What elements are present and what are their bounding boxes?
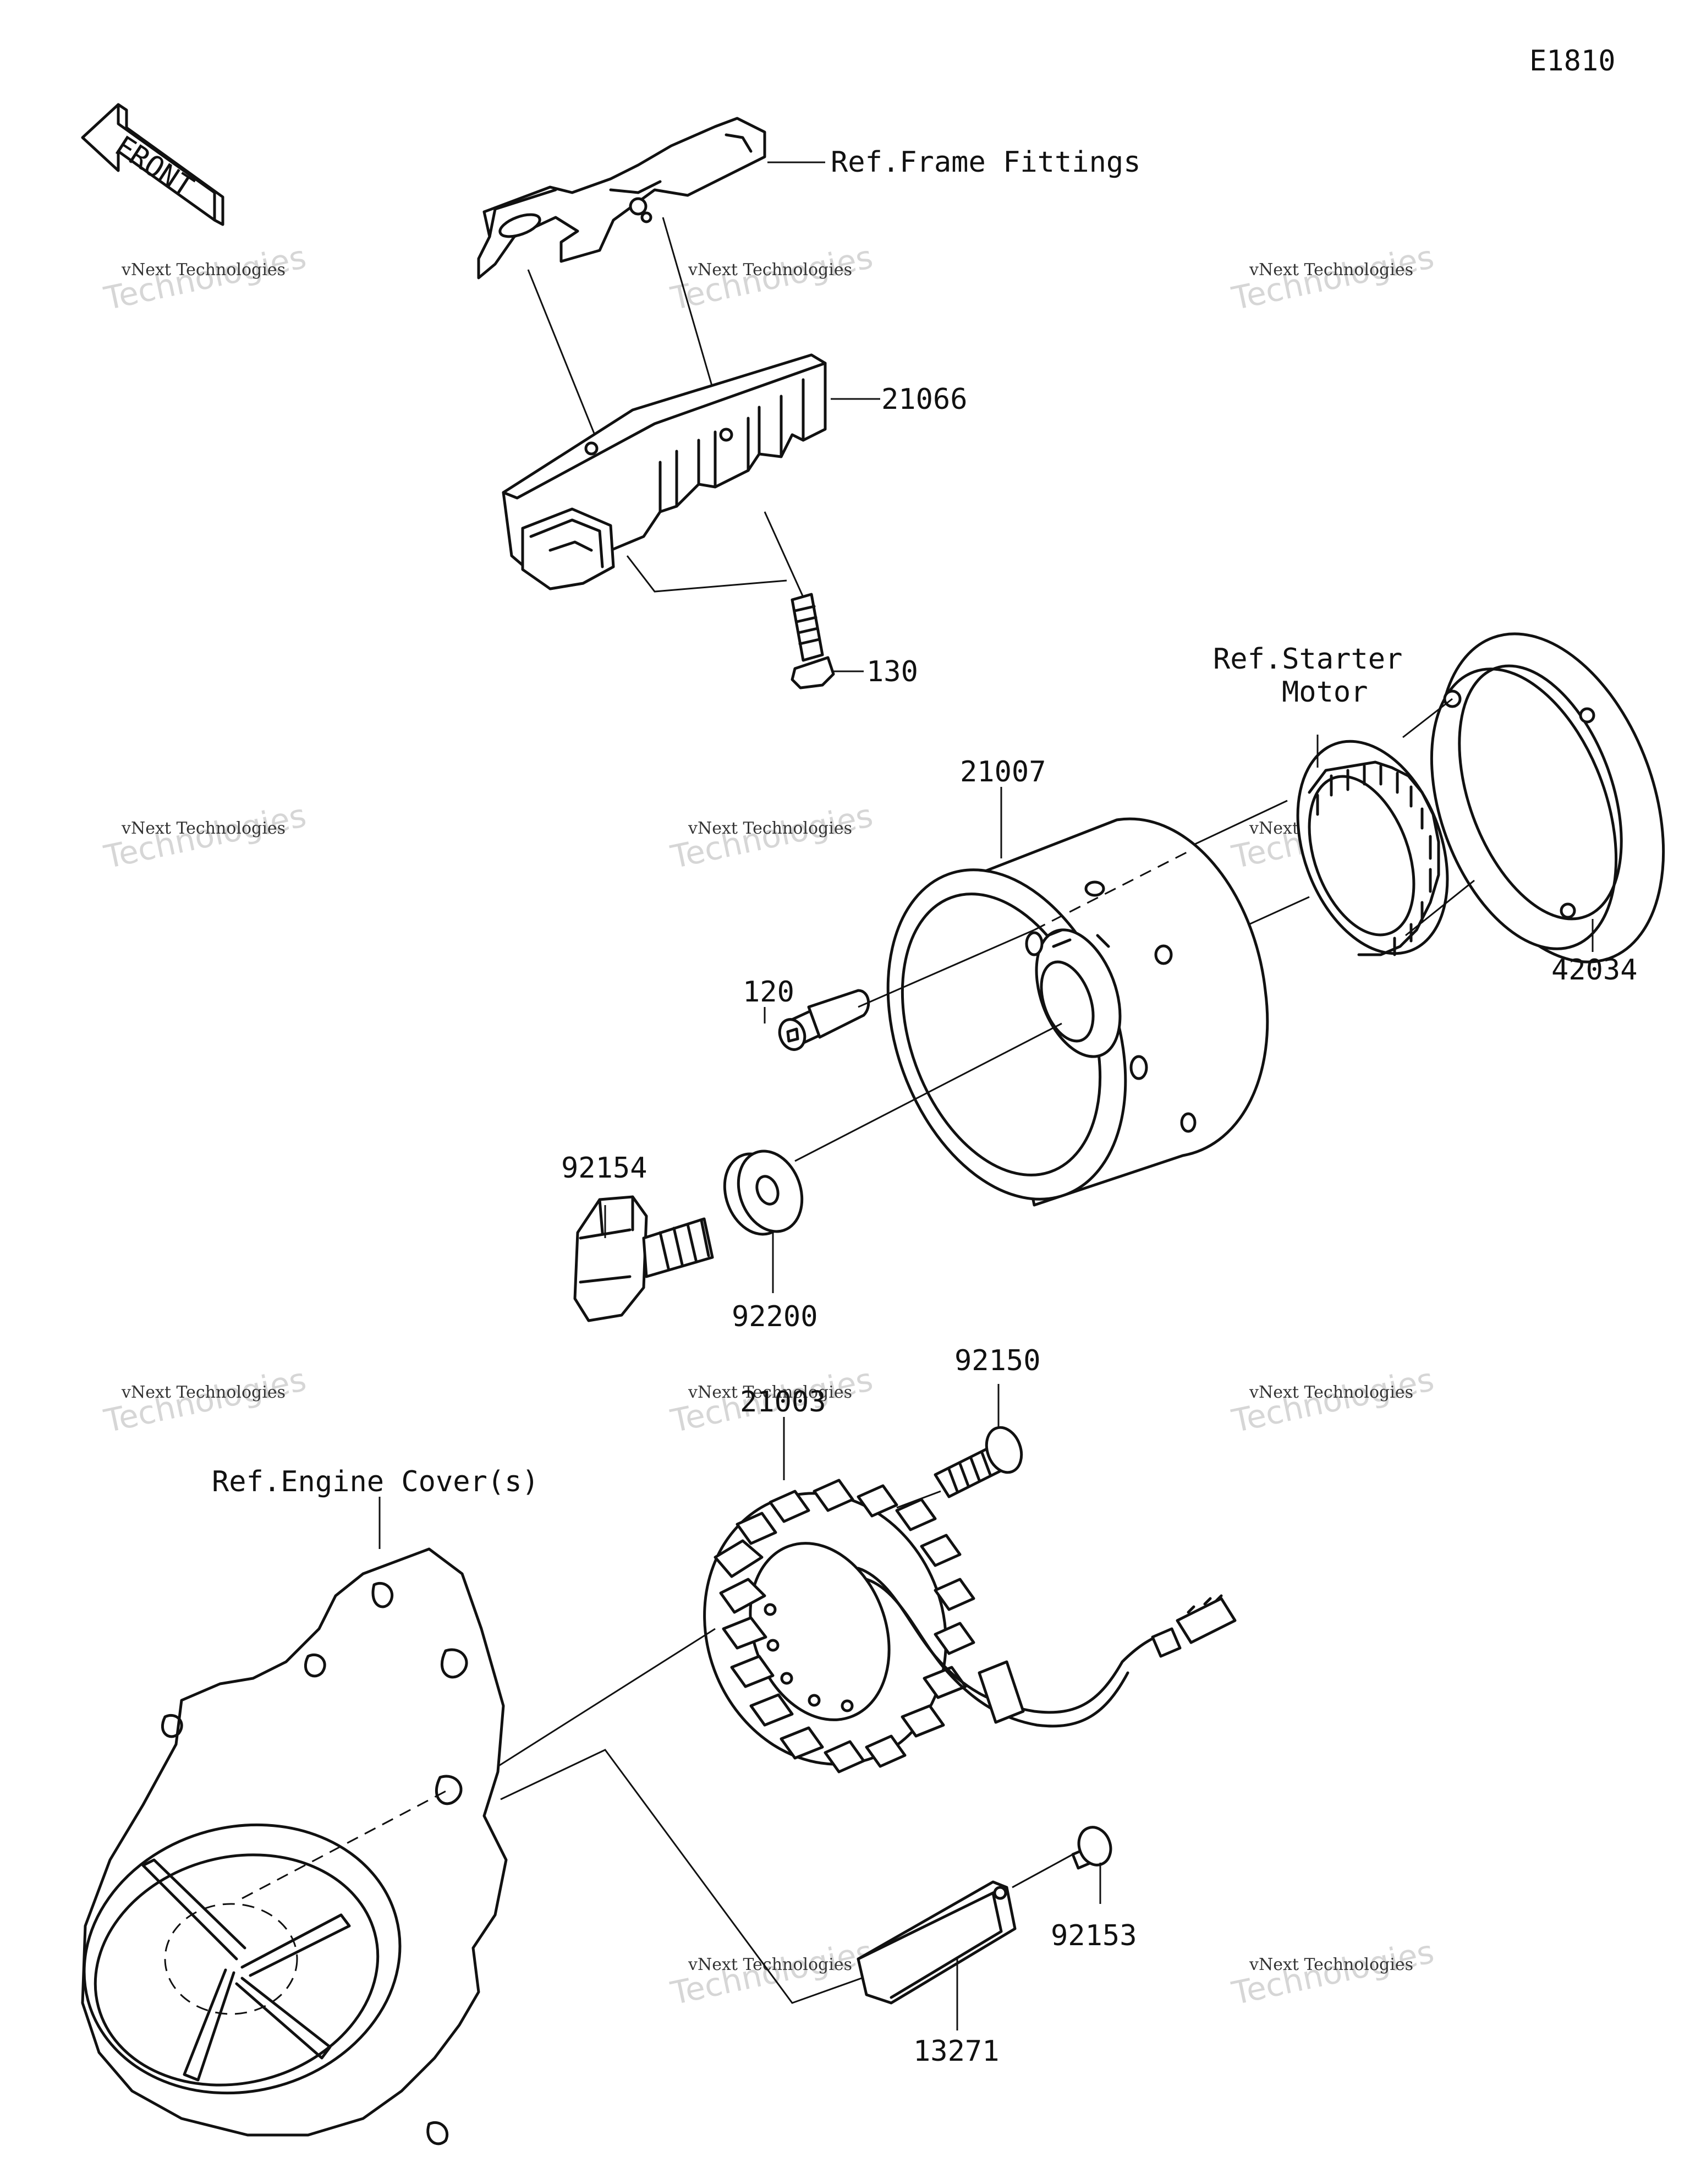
- watermark-text: vNext Technologies: [1249, 1955, 1413, 1974]
- label-21003: 21003: [740, 1386, 826, 1419]
- bolt-92154: [573, 1195, 714, 1322]
- bolt-92150: [934, 1426, 1023, 1498]
- label-92150: 92150: [954, 1344, 1041, 1377]
- label-42034: 42034: [1551, 954, 1638, 987]
- label-92200: 92200: [732, 1300, 818, 1333]
- stator-cover-guard: [857, 1880, 1017, 2005]
- leader-line: [527, 269, 598, 441]
- screw-92153: [1071, 1826, 1112, 1870]
- front-label: FRONT: [109, 130, 199, 205]
- front-arrow-icon: FRONT: [81, 103, 224, 226]
- label-ref-starter: Ref.Starter: [1213, 643, 1402, 676]
- leader-line: [1402, 698, 1453, 738]
- diagram-code: E1810: [1529, 45, 1616, 78]
- regulator-rectifier: [502, 353, 827, 590]
- frame-fitting-bracket: [477, 117, 766, 280]
- starter-clutch: [1296, 740, 1449, 956]
- label-21066: 21066: [881, 383, 968, 416]
- leader-line: [764, 511, 804, 598]
- leader-line: [1405, 879, 1475, 937]
- watermark-text: vNext Technologies: [1249, 1383, 1413, 1402]
- watermark-text: vNext Technologies: [121, 819, 286, 838]
- watermark-text: vNext Technologies: [688, 1383, 852, 1402]
- bolt-120: [778, 989, 870, 1051]
- label-ref-starter-motor: Motor: [1282, 676, 1368, 709]
- label-130: 130: [866, 655, 918, 688]
- label-ref-frame-fittings: Ref.Frame Fittings: [831, 146, 1141, 179]
- label-92154: 92154: [561, 1152, 648, 1185]
- leader-line: [1193, 800, 1288, 846]
- leader-line: [500, 1749, 870, 2004]
- leader-line: [1034, 849, 1192, 931]
- label-120: 120: [743, 976, 794, 1009]
- watermark-text: vNext Technologies: [688, 819, 852, 838]
- stator: [703, 1479, 1237, 1774]
- watermark-text: vNext Technologies: [1249, 260, 1413, 280]
- bolt-130: [791, 593, 835, 689]
- engine-cover: [81, 1547, 508, 2145]
- watermark-text: vNext Technologies: [121, 1383, 286, 1402]
- label-92153: 92153: [1051, 1919, 1137, 1952]
- watermark-text: vNext Technologies: [688, 260, 852, 280]
- label-13271: 13271: [913, 2035, 1000, 2068]
- leader-line: [626, 555, 787, 593]
- watermark-text: vNext Technologies: [688, 1955, 852, 1974]
- ring-42034: [1430, 632, 1665, 964]
- washer-92200: [723, 1150, 804, 1236]
- leader-line: [858, 929, 1035, 1008]
- leader-line: [497, 1628, 716, 1767]
- leader-line: [794, 1022, 1062, 1162]
- leader-line: [1248, 896, 1310, 926]
- watermark-text: vNext Technologies: [121, 260, 286, 280]
- leader-line: [1012, 1853, 1073, 1889]
- rotor-flywheel: [886, 817, 1269, 1207]
- label-21007: 21007: [960, 756, 1046, 789]
- label-ref-engine-cover: Ref.Engine Cover(s): [212, 1465, 539, 1498]
